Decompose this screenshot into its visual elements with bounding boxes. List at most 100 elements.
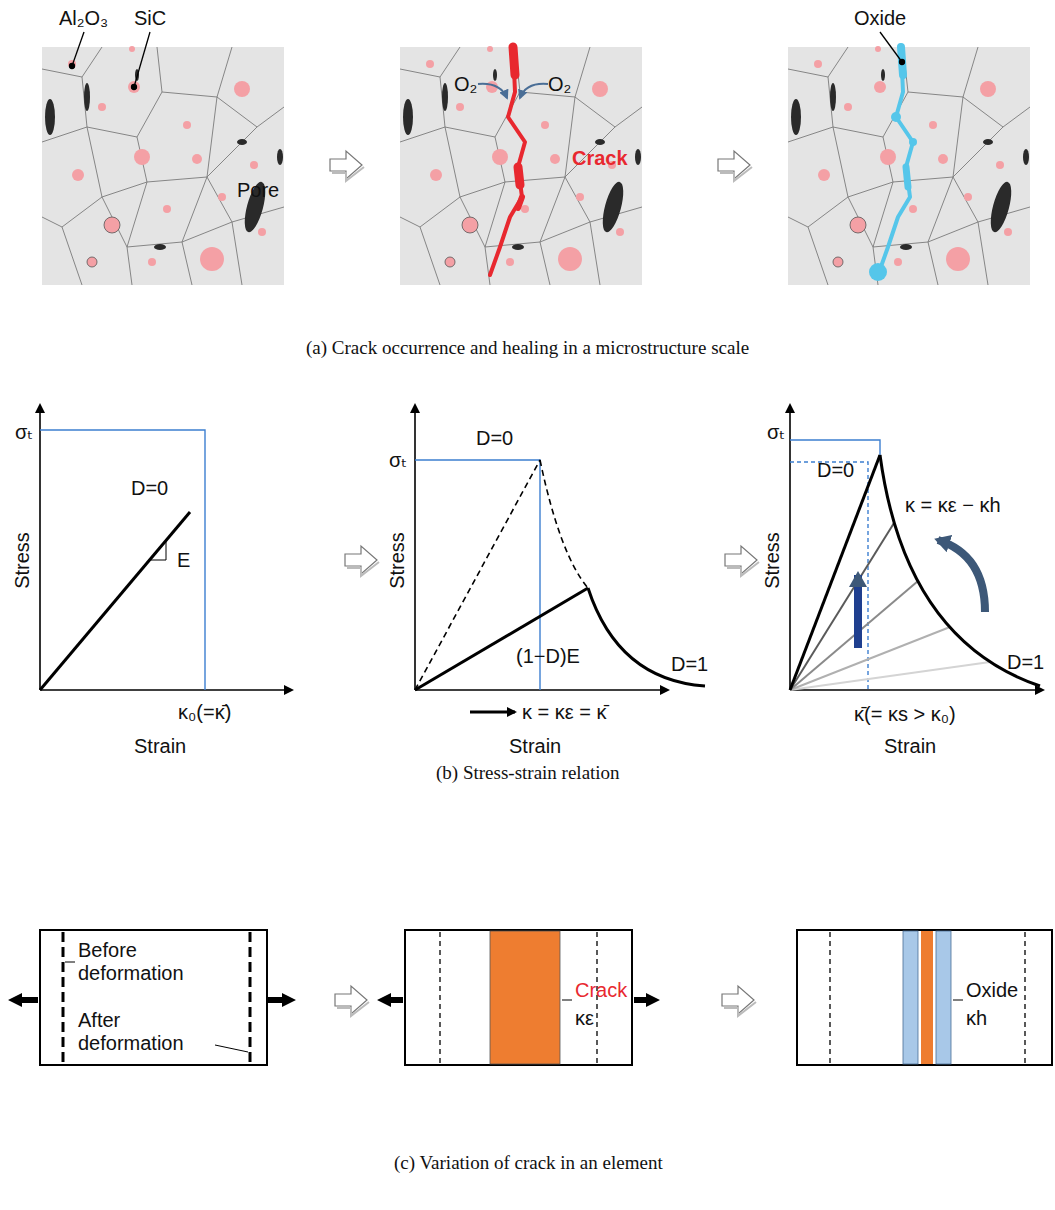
oxide-symbol: κh (966, 1007, 987, 1030)
oxygen-arrow (520, 84, 548, 98)
axis-title: Stress (761, 532, 784, 589)
step-arrow (345, 546, 379, 576)
oxide-particle (891, 112, 901, 122)
damage-label: D=0 (476, 427, 513, 450)
oxide-path (878, 47, 913, 275)
oxide-label: Oxide (854, 7, 906, 30)
element-box (797, 930, 1052, 1065)
crack-band (490, 931, 951, 1064)
microstructure-panel (400, 46, 642, 285)
oxide-path (906, 167, 908, 187)
leader-line (880, 32, 902, 62)
step-arrow (335, 986, 369, 1016)
healing-curve (938, 540, 985, 612)
axis (789, 405, 791, 690)
axis-label: σₜ (389, 449, 407, 472)
stress-curve (470, 711, 515, 714)
deformation-label: Before deformation (78, 939, 208, 985)
strength-limit (40, 430, 205, 690)
damage-label: D=0 (817, 459, 854, 482)
axis-title: Strain (509, 735, 561, 758)
crack-path (490, 47, 525, 275)
axis-title: Stress (386, 532, 409, 589)
damage-label: D=0 (131, 477, 168, 500)
leader-line (134, 32, 150, 87)
material-label: SiC (134, 7, 166, 30)
microstructure-panel (42, 46, 284, 285)
strain-threshold: κ₀(=κ̄) (178, 701, 231, 724)
load-arrow (8, 993, 38, 1007)
microstructure-panel (788, 46, 1030, 285)
crack-path (490, 47, 525, 275)
axis (40, 405, 1043, 690)
pore-label: Pore (237, 179, 279, 202)
axis-label: σₜ (767, 421, 785, 444)
oxide-particle (869, 112, 917, 281)
stress-curve (415, 588, 588, 690)
modulus-label: E (177, 549, 190, 572)
leader-line (70, 64, 75, 69)
crack-path (513, 47, 515, 75)
axis-title: Strain (884, 735, 936, 758)
gas-label: O₂ (548, 73, 571, 96)
crack-label: Crack (575, 979, 627, 1002)
healing-curve (854, 575, 862, 648)
healing-curve (790, 455, 1040, 690)
strain-threshold: κ̄(= κs > κ₀) (854, 703, 956, 726)
axis-title: Stress (11, 532, 34, 589)
leader-line (215, 1045, 248, 1052)
crack-symbol: κε (575, 1007, 594, 1030)
equivalent-strain: κ = κε = κ̄ (522, 701, 607, 724)
stress-curve (540, 460, 588, 588)
step-arrow (330, 151, 364, 181)
strength-limit (790, 440, 880, 455)
axis-title: Strain (134, 735, 186, 758)
sub-caption: (b) Stress-strain relation (436, 762, 620, 784)
deformation-line (1024, 932, 1025, 1063)
element-box (405, 930, 632, 1065)
leader-line (65, 962, 963, 1052)
oxide-particle (909, 138, 917, 146)
leader-line (953, 1000, 963, 1001)
crack-band (921, 931, 933, 1064)
modulus-label: (1−D)E (516, 645, 580, 668)
oxide-label: Oxide (966, 979, 1018, 1002)
stress-curve (40, 460, 705, 712)
stress-curve (40, 512, 190, 690)
crack-band (903, 931, 918, 1064)
deformation-line (249, 932, 252, 1063)
leader-line (900, 60, 905, 65)
leader-line (132, 85, 137, 90)
axis (790, 689, 1043, 691)
element-box (40, 930, 1052, 1065)
deformation-line (63, 932, 1025, 1063)
load-arrow (377, 993, 403, 1007)
load-arrow (8, 993, 660, 1007)
oxide-particle (869, 263, 887, 281)
oxide-path (878, 47, 913, 275)
axis (39, 405, 41, 690)
equivalent-strain: κ = κε − κh (905, 494, 1001, 517)
oxygen-arrow (478, 84, 507, 98)
step-arrow (718, 151, 752, 181)
leader-line (72, 32, 84, 66)
sub-caption: (c) Variation of crack in an element (394, 1152, 663, 1174)
element-box (40, 930, 267, 1065)
leader-line (562, 1000, 572, 1001)
healing-curve (790, 627, 950, 690)
axis (415, 689, 668, 691)
crack-label: Crack (572, 147, 628, 170)
leader-line (70, 32, 905, 90)
healing-curve (790, 662, 990, 690)
deformation-line (439, 932, 440, 1063)
leader-line (65, 962, 75, 963)
load-arrow (634, 993, 660, 1007)
crack-band (936, 931, 951, 1064)
oxygen-arrow (478, 84, 548, 98)
axis-label: σₜ (15, 421, 33, 444)
step-arrow (725, 546, 759, 576)
microstructure-panel (42, 46, 1030, 285)
step-arrow (722, 986, 756, 1016)
step-arrow (330, 151, 759, 1016)
